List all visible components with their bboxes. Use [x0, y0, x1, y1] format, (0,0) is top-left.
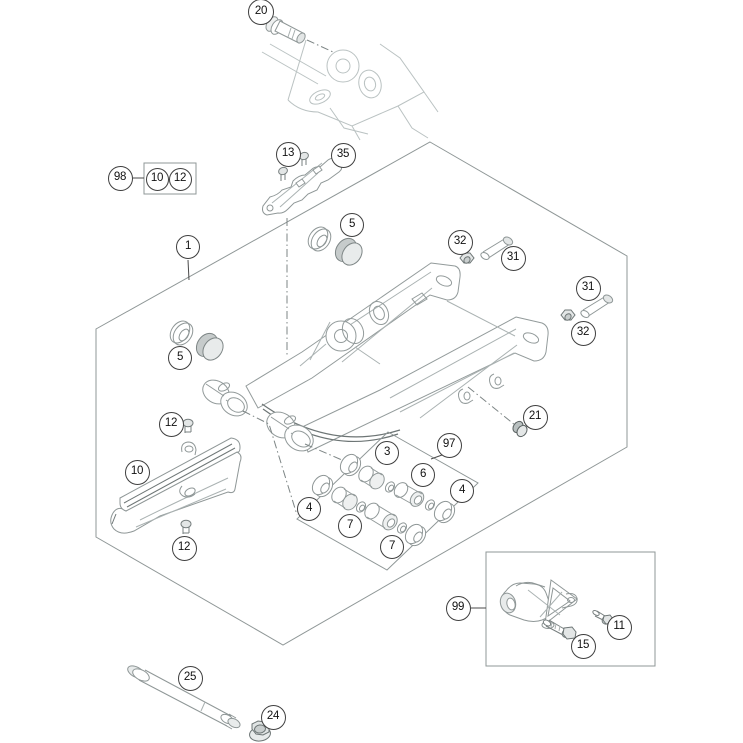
callout-label: 4: [458, 484, 466, 497]
bearing-kit-parts-drawing: [311, 453, 456, 547]
callout-12-lower[interactable]: 12: [171, 535, 197, 561]
axle-25-drawing: [127, 665, 241, 730]
callout-label: 12: [177, 541, 191, 554]
callout-label: 32: [576, 326, 590, 339]
callout-label: 12: [173, 172, 187, 185]
leader-21: [467, 386, 516, 426]
nut-24-drawing: [249, 720, 271, 742]
engine-case-sketch: [261, 39, 439, 141]
callout-4-left[interactable]: 4: [297, 497, 321, 521]
callout-32-top[interactable]: 32: [447, 229, 473, 255]
stud-31-right-drawing: [580, 294, 614, 318]
swingarm-body-drawing: [202, 262, 549, 453]
callout-label: 99: [451, 601, 465, 614]
callout-5-top[interactable]: 5: [340, 213, 364, 237]
callout-6[interactable]: 6: [411, 463, 435, 487]
callout-5-left[interactable]: 5: [168, 346, 192, 370]
callout-label: 98: [113, 171, 127, 184]
callout-25[interactable]: 25: [177, 665, 203, 691]
callout-label: 97: [442, 438, 456, 451]
callout-20[interactable]: 20: [248, 0, 274, 25]
callout-label: 31: [506, 251, 520, 264]
callout-3[interactable]: 3: [375, 441, 399, 465]
callout-31-top[interactable]: 31: [500, 245, 526, 271]
callout-label: 6: [419, 468, 427, 481]
seal-cap-5-top-drawing: [307, 226, 363, 266]
pivot-bolt-20-drawing: [265, 16, 334, 53]
bushing-21-drawing: [512, 420, 528, 438]
chain-slider-main-drawing: [110, 437, 242, 534]
callout-label: 11: [613, 620, 625, 633]
chain-guide-99-drawing: [499, 579, 578, 629]
callout-label: 5: [348, 218, 356, 231]
callout-24[interactable]: 24: [260, 704, 286, 730]
callout-label: 7: [388, 540, 396, 553]
callout-label: 25: [183, 671, 197, 684]
callout-32-right[interactable]: 32: [570, 320, 596, 346]
callout-15[interactable]: 15: [570, 633, 596, 659]
callout-10-kit98[interactable]: 10: [145, 167, 169, 191]
bolt-15-drawing: [542, 619, 577, 640]
callout-label: 7: [346, 519, 354, 532]
callout-label: 32: [453, 235, 467, 248]
callout-label: 31: [581, 281, 595, 294]
chain-slider-top-drawing: [262, 157, 343, 216]
callout-21[interactable]: 21: [522, 404, 548, 430]
callout-7-lower[interactable]: 7: [380, 535, 404, 559]
callout-7-upper[interactable]: 7: [338, 514, 362, 538]
seal-cap-5-left-drawing: [169, 320, 224, 361]
callout-label: 12: [164, 417, 178, 430]
callout-label: 24: [266, 710, 280, 723]
callout-connectors: [133, 177, 486, 609]
frame-border: [95, 141, 628, 646]
callout-label: 10: [150, 172, 164, 185]
bearing-kit-leaders: [242, 410, 343, 516]
callout-label: 21: [528, 410, 542, 423]
callout-label: 5: [176, 351, 184, 364]
callout-97[interactable]: 97: [436, 432, 462, 458]
callout-1[interactable]: 1: [176, 235, 200, 259]
callout-98[interactable]: 98: [107, 165, 133, 191]
callout-12-upper[interactable]: 12: [158, 411, 184, 437]
callout-label: 3: [383, 446, 391, 459]
callout-label: 20: [254, 5, 268, 18]
callout-35[interactable]: 35: [330, 142, 356, 168]
callout-label: 1: [184, 240, 192, 253]
callout-label: 4: [305, 502, 313, 515]
callout-label: 15: [576, 639, 590, 652]
callout-13[interactable]: 13: [275, 141, 301, 167]
callout-31-right[interactable]: 31: [575, 275, 601, 301]
screws-13-drawing: [278, 151, 309, 181]
screw-12-upper-drawing: [182, 418, 194, 433]
chain-guide-box: [485, 551, 656, 667]
callout-label: 13: [281, 147, 295, 160]
callout-99[interactable]: 99: [445, 595, 471, 621]
callout-11[interactable]: 11: [606, 614, 632, 640]
callout-label: 35: [336, 148, 350, 161]
callout-10-main[interactable]: 10: [124, 459, 150, 485]
nut-32-top-drawing: [459, 252, 475, 264]
callout-label: 10: [130, 465, 144, 478]
callout-12-kit98[interactable]: 12: [168, 167, 192, 191]
callout-4-right[interactable]: 4: [450, 479, 474, 503]
screw-12-lower-drawing: [180, 519, 192, 534]
nut-32-right-drawing: [560, 309, 576, 321]
stud-31-top-drawing: [480, 236, 514, 260]
